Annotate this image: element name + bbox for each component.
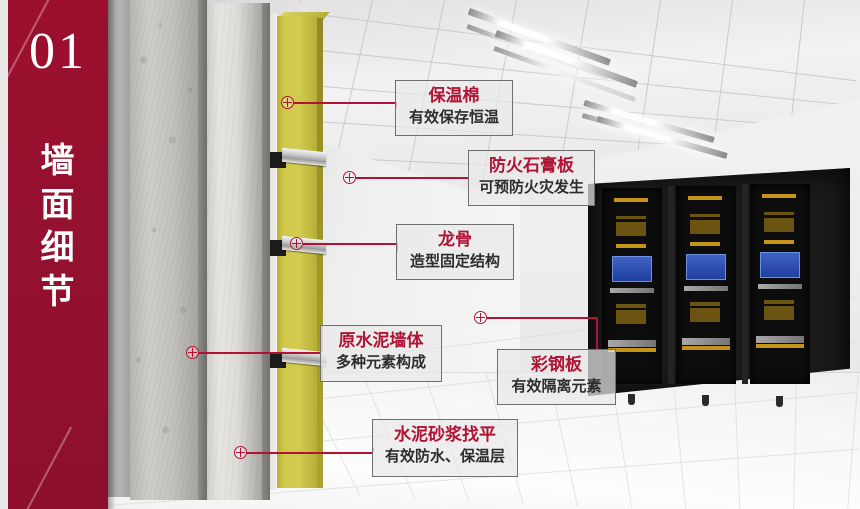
callout-subtitle: 多种元素构成 [335,352,426,371]
callout-subtitle: 造型固定结构 [409,251,500,270]
section-title-char-1: 面 [40,184,76,225]
banner-drop-shadow [108,0,116,509]
rack-indicator [616,216,646,219]
callout-color-steel-plate[interactable]: 彩钢板有效隔离元素 [497,349,616,405]
rack-indicator [684,286,728,291]
leader-v-color-steel-plate [596,317,598,349]
rack-indicator [690,308,720,322]
callout-subtitle: 有效防水、保温层 [384,446,505,465]
section-number: 01 [29,23,87,80]
callout-insulation-cotton[interactable]: 保温棉有效保存恒温 [395,80,513,136]
callout-title: 彩钢板 [531,355,582,375]
callout-title: 水泥砂浆找平 [394,425,496,445]
rack-indicator [764,240,794,244]
wall-floor-junction [108,372,860,373]
rack-indicator [682,346,730,350]
rack-indicator [762,194,796,198]
callout-title: 龙骨 [438,230,472,250]
rack-indicator [614,198,648,202]
rack-foot [628,394,635,405]
marker-keel-framing[interactable] [290,237,303,250]
rack-indicator [764,218,794,232]
rack-indicator [616,222,646,236]
rack-indicator [688,196,722,200]
callout-keel-framing[interactable]: 龙骨造型固定结构 [396,224,514,280]
rack-indicator [608,348,656,352]
section-title-char-3: 节 [40,271,76,312]
callout-title: 防火石膏板 [489,156,574,176]
rack-divider [668,186,674,384]
marker-raw-cement-wall[interactable] [186,346,199,359]
rack-indicator [610,288,654,293]
marker-cement-mortar-leveling[interactable] [234,446,247,459]
server-rack-group [588,168,850,418]
rack-indicator [690,220,720,234]
layer-mortar-edge [262,3,270,500]
rack-monitor-screen [686,254,726,280]
wall-left-edge [108,0,130,497]
callout-title: 原水泥墙体 [338,331,424,351]
leader-h-fireproof-gypsum-board [356,177,468,179]
rack-cabinet [676,186,736,384]
rack-indicator [764,306,794,320]
rack-indicator [764,212,794,215]
leader-h-keel-framing [303,243,396,245]
callout-title: 保温棉 [428,86,480,106]
rack-monitor-screen [760,252,800,278]
rack-indicator [756,344,804,348]
callout-subtitle: 可预防火灾发生 [479,177,585,196]
rack-indicator [756,336,804,343]
rack-indicator [758,284,802,289]
rack-foot [776,396,783,407]
rack-indicator [616,244,646,248]
callout-subtitle: 有效隔离元素 [511,376,602,395]
rack-indicator [764,300,794,304]
rack-indicator [690,302,720,306]
rack-indicator [616,304,646,308]
leader-h-cement-mortar-leveling [247,452,372,454]
rack-foot [702,395,709,406]
rack-indicator [616,310,646,324]
rack-indicator [682,338,730,345]
callout-subtitle: 有效保存恒温 [408,107,499,126]
layer-cement-mortar [207,3,262,500]
rack-indicator [690,214,720,217]
leader-h-color-steel-plate [487,317,596,319]
marker-fireproof-gypsum-board[interactable] [343,171,356,184]
leader-h-raw-cement-wall [199,352,320,354]
callout-raw-cement-wall[interactable]: 原水泥墙体多种元素构成 [320,325,442,382]
rack-indicator [608,340,656,347]
section-title: 墙面细节 [8,140,108,314]
callout-fireproof-gypsum-board[interactable]: 防火石膏板可预防火灾发生 [468,150,595,206]
marker-insulation-cotton[interactable] [281,96,294,109]
rack-monitor-screen [612,256,652,282]
layer-cement-edge [198,0,207,500]
callout-cement-mortar-leveling[interactable]: 水泥砂浆找平有效防水、保温层 [372,419,518,477]
section-title-char-0: 墙 [40,141,76,181]
rack-divider [742,184,748,384]
marker-color-steel-plate[interactable] [474,311,487,324]
section-title-char-2: 细 [40,228,76,269]
leader-h-insulation-cotton [294,102,395,104]
section-banner: 01 墙面细节 [8,0,108,509]
rack-indicator [690,242,720,246]
wall-cross-section [108,0,330,509]
banner-slash-bottom [13,426,73,509]
layer-raw-cement-wall [130,0,198,500]
